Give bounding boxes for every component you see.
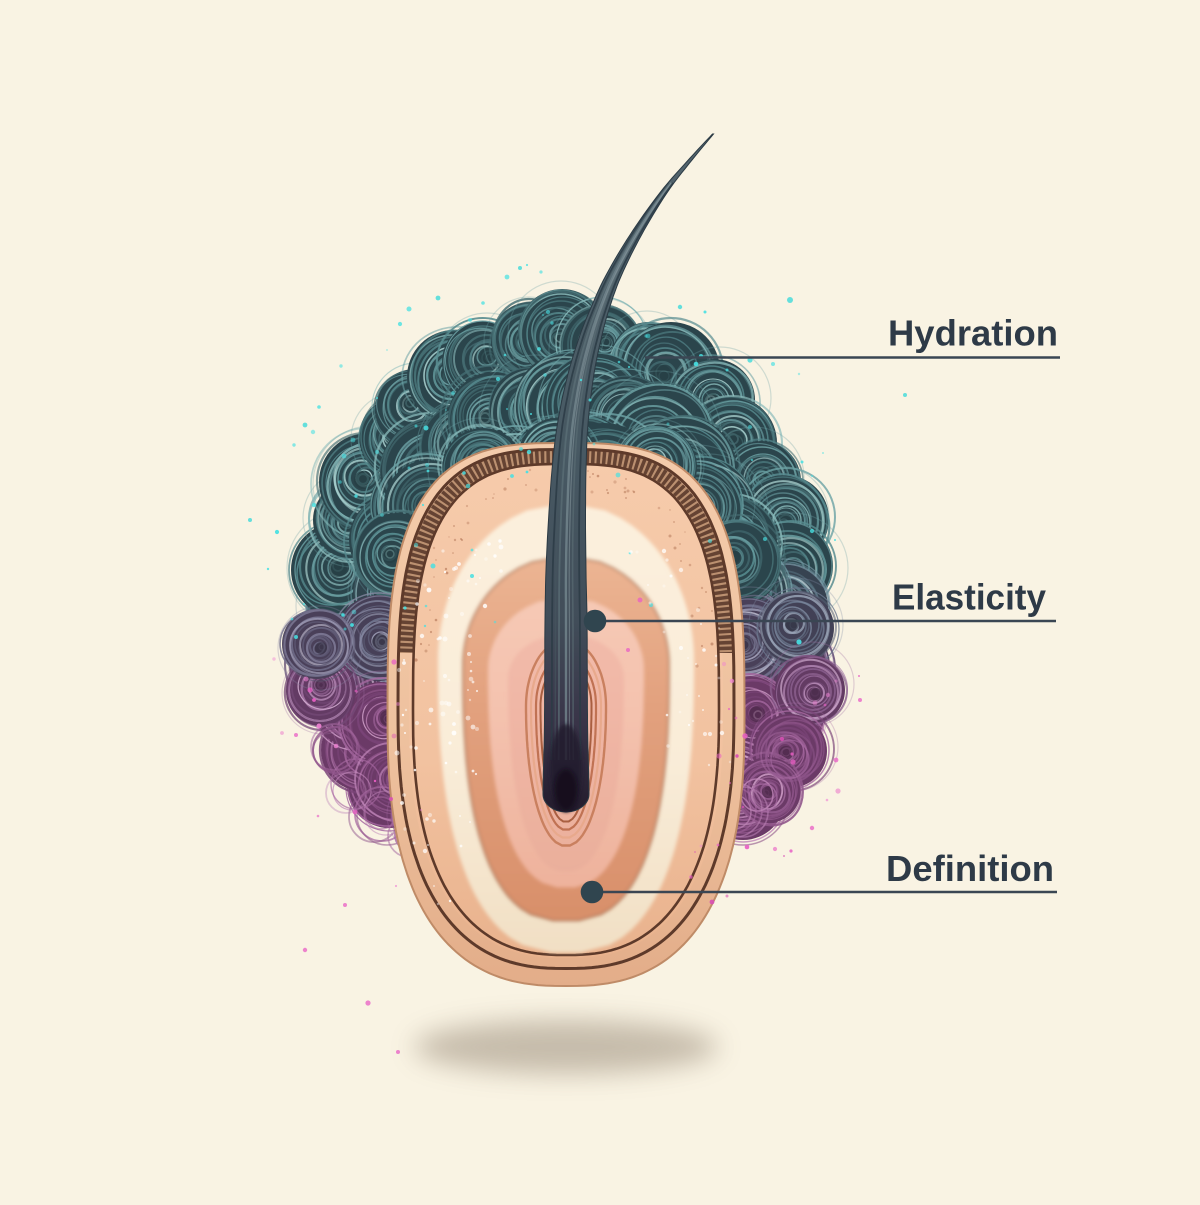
- svg-text:Definition: Definition: [886, 848, 1054, 889]
- svg-text:Elasticity: Elasticity: [892, 577, 1046, 618]
- svg-text:Hydration: Hydration: [888, 313, 1058, 354]
